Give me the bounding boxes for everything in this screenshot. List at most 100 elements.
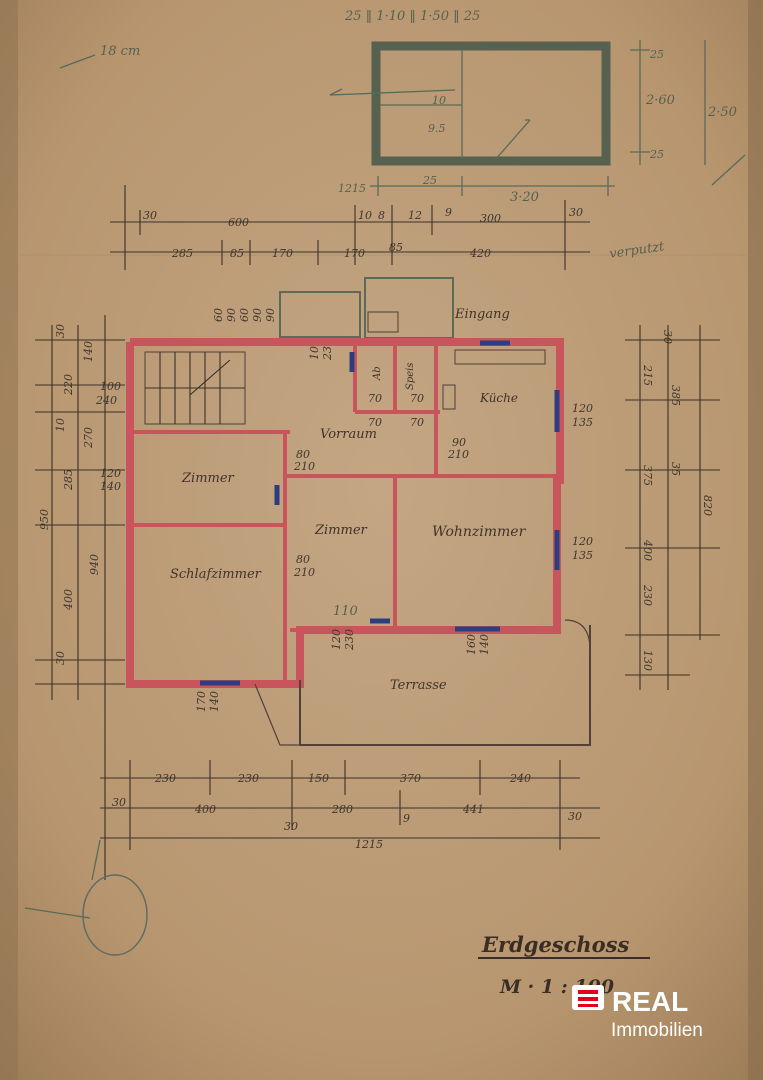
bottom-dimensions: 230 230 150 370 240 30 400 280 9 441 30 … xyxy=(100,760,600,851)
bottom-dim-4: 370 xyxy=(400,772,421,785)
right-dim-13: 130 xyxy=(641,650,654,671)
stair-dim-5: 90 xyxy=(264,308,277,322)
bottom-dim-6: 30 xyxy=(112,796,126,809)
right-dim-2: 215 xyxy=(641,364,654,386)
door-note-11: 170 xyxy=(195,691,208,712)
left-dim-10: 285 xyxy=(62,469,75,491)
sketch-corner-note: 18 cm xyxy=(100,44,140,59)
right-dim-12: 230 xyxy=(641,584,654,606)
paper-right-edge xyxy=(748,0,763,1080)
left-dim-1: 30 xyxy=(54,324,67,338)
top-dim-12: 170 xyxy=(344,247,365,260)
room-kitchen: Küche xyxy=(479,391,518,405)
room-zimmer-mid: Zimmer xyxy=(314,523,368,538)
stair-arrow xyxy=(189,359,231,396)
door-note-10: 140 xyxy=(478,634,491,655)
bottom-dim-9: 9 xyxy=(403,812,410,825)
kitchen-counter xyxy=(454,349,546,365)
stair-dim-3: 60 xyxy=(238,308,251,322)
outer-wall xyxy=(126,338,564,688)
top-dim-3: 10 xyxy=(358,209,372,222)
terrace-steps-left xyxy=(254,683,300,746)
bottom-dim-10: 441 xyxy=(462,803,484,816)
stair-dim-4: 90 xyxy=(251,308,264,322)
bottom-dim-total: 1215 xyxy=(355,838,383,851)
sketch-arrow-left xyxy=(329,89,456,96)
right-dim-8: 400 xyxy=(641,539,654,561)
sketch-corner-arrow xyxy=(711,154,746,186)
left-dim-7: 270 xyxy=(82,427,95,449)
bottom-dim-8: 280 xyxy=(331,803,353,816)
bottom-dim-11: 30 xyxy=(568,810,582,823)
stair-dim-2: 90 xyxy=(225,308,238,322)
room-terrace: Terrasse xyxy=(390,678,447,693)
left-dim-11: 950 xyxy=(38,509,51,530)
right-dim-1: 30 xyxy=(661,330,674,344)
door-notes: 80 210 90 210 80 210 120 230 160 140 170… xyxy=(195,416,491,712)
room-labels: Eingang Ab Speis Küche Vorraum Zimmer Zi… xyxy=(170,307,527,693)
bottom-dim-2: 230 xyxy=(237,772,259,785)
door-note-14: 70 xyxy=(368,416,382,429)
room-hall: Vorraum xyxy=(320,427,377,442)
right-dim-9: 820 xyxy=(701,495,714,516)
logo-sub: Immobilien xyxy=(611,1020,703,1041)
door-note-15: 70 xyxy=(410,416,424,429)
left-dim-3: 100 xyxy=(100,380,121,393)
terrace-corner xyxy=(564,619,591,651)
left-dim-5: 220 xyxy=(62,374,75,396)
sketch-scale-note: 25 ‖ 1·10 ‖ 1·50 ‖ 25 xyxy=(344,9,480,24)
left-dimensions: 30 140 100 240 220 10 270 120 140 285 95… xyxy=(35,315,125,880)
right-dim-10: 120 xyxy=(572,535,593,548)
door-note-5: 80 xyxy=(296,553,310,566)
sketch-corner-stroke xyxy=(59,54,96,69)
sketch-bottom-c: 3·20 xyxy=(510,190,539,205)
left-dim-12: 940 xyxy=(88,554,101,575)
top-dim-14: 420 xyxy=(469,247,491,260)
paper-left-edge xyxy=(0,0,18,1080)
stair-dim-1: 60 xyxy=(212,308,225,322)
door-note-2: 210 xyxy=(293,460,315,473)
door-note-4: 210 xyxy=(447,448,469,461)
right-dim-5: 135 xyxy=(572,416,593,429)
building-walls xyxy=(126,277,591,746)
door-note-1: 80 xyxy=(296,448,310,461)
left-dim-2: 140 xyxy=(82,341,95,362)
room-living: Wohnzimmer xyxy=(432,524,527,540)
top-dim-2: 600 xyxy=(228,216,249,229)
sketch-outer-wall xyxy=(371,41,611,166)
top-dim-8: 30 xyxy=(569,206,583,219)
right-dim-11: 135 xyxy=(572,549,593,562)
plan-title: Erdgeschoss xyxy=(481,932,630,957)
room-wc: Ab xyxy=(372,366,383,381)
top-dimensions: 30 600 10 8 12 9 300 30 285 85 170 170 8… xyxy=(110,185,666,270)
right-dimensions: 30 215 385 120 135 375 35 400 820 120 13… xyxy=(572,325,720,690)
top-dim-9: 285 xyxy=(171,247,193,260)
logo-brand: REAL xyxy=(612,986,688,1017)
sketch-right-c: 2·50 xyxy=(707,105,737,120)
sketch-arrow-left-head xyxy=(329,88,343,96)
kitchen-stove xyxy=(442,384,456,410)
bottom-dim-7: 400 xyxy=(194,803,216,816)
door-note-7: 120 xyxy=(330,629,343,650)
stair-dim-8: 70 xyxy=(368,392,382,405)
top-dim-7: 300 xyxy=(480,212,501,225)
top-dim-5: 12 xyxy=(408,209,422,222)
bottom-dim-12: 30 xyxy=(284,820,298,833)
stair-dim-9: 70 xyxy=(410,392,424,405)
bottom-dim-5: 240 xyxy=(509,772,531,785)
sketch-bottom-b: 25 xyxy=(422,174,437,187)
right-dim-4: 120 xyxy=(572,402,593,415)
right-dim-3: 385 xyxy=(669,385,682,406)
left-dim-4: 240 xyxy=(95,394,117,407)
right-dim-7: 35 xyxy=(669,462,682,476)
room-bedroom: Schlafzimmer xyxy=(170,567,262,582)
bottom-dim-1: 230 xyxy=(154,772,176,785)
porch-outline xyxy=(279,291,361,338)
top-dim-13: 85 xyxy=(389,241,403,254)
bottom-dim-3: 150 xyxy=(308,772,329,785)
left-dim-14: 30 xyxy=(54,651,67,665)
real-immobilien-logo: REAL Immobilien xyxy=(572,985,703,1041)
door-note-9: 160 xyxy=(465,634,478,655)
entrance-step xyxy=(367,311,399,333)
